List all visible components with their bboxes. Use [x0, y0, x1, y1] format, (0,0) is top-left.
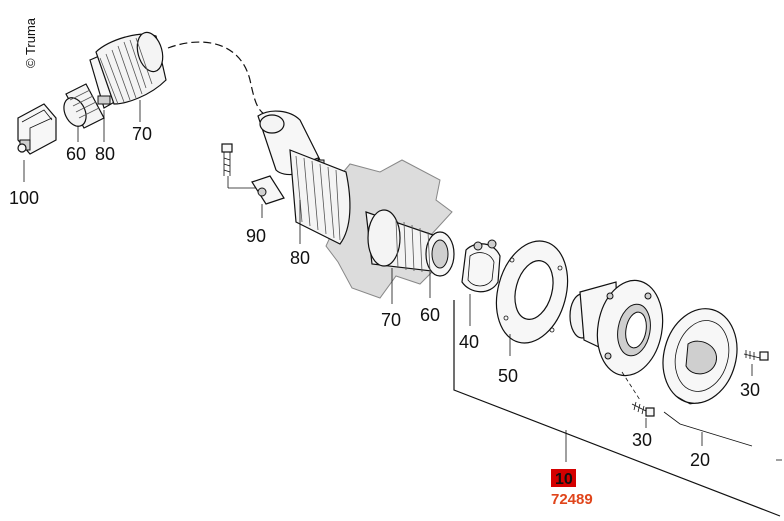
part-60-pipe-small: [63, 83, 105, 129]
part-70-hose-small: [95, 31, 167, 105]
label-60a: 60: [66, 144, 86, 164]
label-60b: 60: [420, 305, 440, 325]
part-number-highlight: [551, 469, 576, 487]
screw-b-dashed-axis: [621, 371, 641, 401]
assembly-bracket-line: [453, 300, 781, 517]
label-70b: 70: [381, 310, 401, 330]
leader-20: [663, 411, 753, 447]
part-housing: [569, 279, 664, 377]
part-30-screw-a: [743, 350, 769, 361]
label-50: 50: [498, 366, 518, 386]
part-100-clamp-ring: [17, 103, 57, 155]
copyright-text: © Truma: [23, 17, 38, 68]
part-number-10: 10: [555, 471, 573, 488]
label-30a: 30: [740, 380, 760, 400]
label-20: 20: [690, 450, 710, 470]
dashed-connection-line: [167, 41, 265, 115]
part-90-screw: [221, 143, 233, 176]
label-80a: 80: [95, 144, 115, 164]
label-30b: 30: [632, 430, 652, 450]
label-80b: 80: [290, 248, 310, 268]
part-60-threaded-pipe: [365, 209, 455, 277]
label-70a: 70: [132, 124, 152, 144]
part-40-retaining-ring: [461, 239, 501, 293]
label-90: 90: [246, 226, 266, 246]
part-50-gasket: [495, 240, 569, 344]
part-30-screw-b: [631, 401, 655, 417]
label-40: 40: [459, 332, 479, 352]
article-number: 72489: [551, 491, 593, 508]
part-70-hose-main: [289, 149, 351, 245]
part-20-cover: [662, 308, 738, 405]
label-100: 100: [9, 188, 39, 208]
